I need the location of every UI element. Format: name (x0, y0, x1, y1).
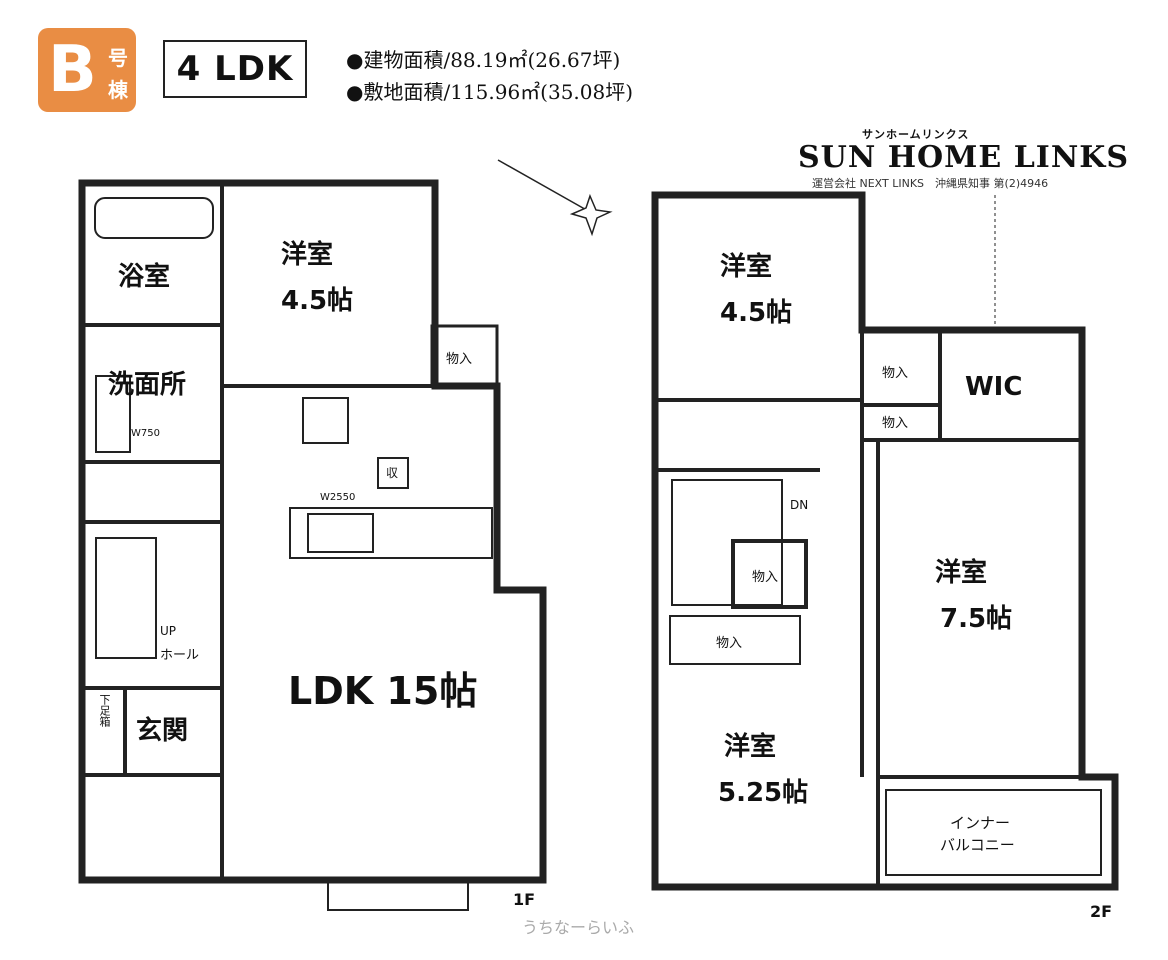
f1-floor-label: 1F (513, 890, 536, 909)
building-area: ●建物面積/88.19㎡(26.67坪) (346, 48, 621, 72)
f2-storage-2-label: 物入 (882, 416, 909, 431)
f2-room-c-size: 5.25帖 (718, 778, 809, 808)
f1-w750-label: W750 (131, 428, 160, 439)
watermark: うちなーらいふ (522, 918, 635, 937)
f1-bath-label: 浴室 (118, 262, 171, 292)
f2-room-a-name: 洋室 (720, 252, 773, 282)
f1-ldk-label: LDK 15帖 (288, 669, 478, 713)
f1-shoe-label: 下足箱 (98, 694, 111, 727)
f1-western-name: 洋室 (281, 240, 334, 270)
f1-entrance-label: 玄関 (136, 716, 189, 746)
building-badge: B 号 棟 (38, 28, 136, 112)
building-suffix-1: 号 (108, 46, 128, 70)
f2-balcony-line1: インナー (950, 814, 1011, 832)
compass-icon (497, 159, 613, 237)
f1-washroom-label: 洗面所 (108, 370, 187, 400)
f2-storage-1-label: 物入 (882, 366, 909, 381)
f2-balcony-line2: バルコニー (940, 836, 1015, 854)
f2-storage-4-label: 物入 (716, 636, 743, 651)
logo-name: SUN HOME LINKS (798, 140, 1129, 175)
f2-room-b-size: 7.5帖 (940, 604, 1013, 634)
land-area: ●敷地面積/115.96㎡(35.08坪) (346, 80, 634, 104)
f2-wic-label: WIC (965, 372, 1023, 402)
logo-kana: サンホームリンクス (862, 128, 970, 141)
f1-hall-label: ホール (160, 648, 200, 663)
building-letter: B (48, 33, 97, 107)
floor1-outer-wall (78, 179, 547, 884)
f2-floor-label: 2F (1090, 902, 1113, 921)
logo-subtext: 運営会社 NEXT LINKS 沖縄県知事 第(2)4946 (812, 177, 1049, 190)
f2-room-a-size: 4.5帖 (720, 298, 793, 328)
f1-storage-label: 物入 (446, 352, 473, 367)
f2-storage-3-label: 物入 (752, 570, 779, 585)
building-suffix-2: 棟 (108, 78, 128, 102)
layout-type: 4 LDK (163, 40, 307, 98)
f2-room-b-name: 洋室 (935, 558, 988, 588)
f1-western-size: 4.5帖 (281, 286, 354, 316)
f1-shu-label: 収 (386, 466, 399, 480)
f2-room-c-name: 洋室 (724, 732, 777, 762)
f1-w2550-label: W2550 (320, 492, 356, 503)
f2-dn-label: DN (790, 498, 809, 512)
f1-up-label: UP (160, 624, 177, 638)
